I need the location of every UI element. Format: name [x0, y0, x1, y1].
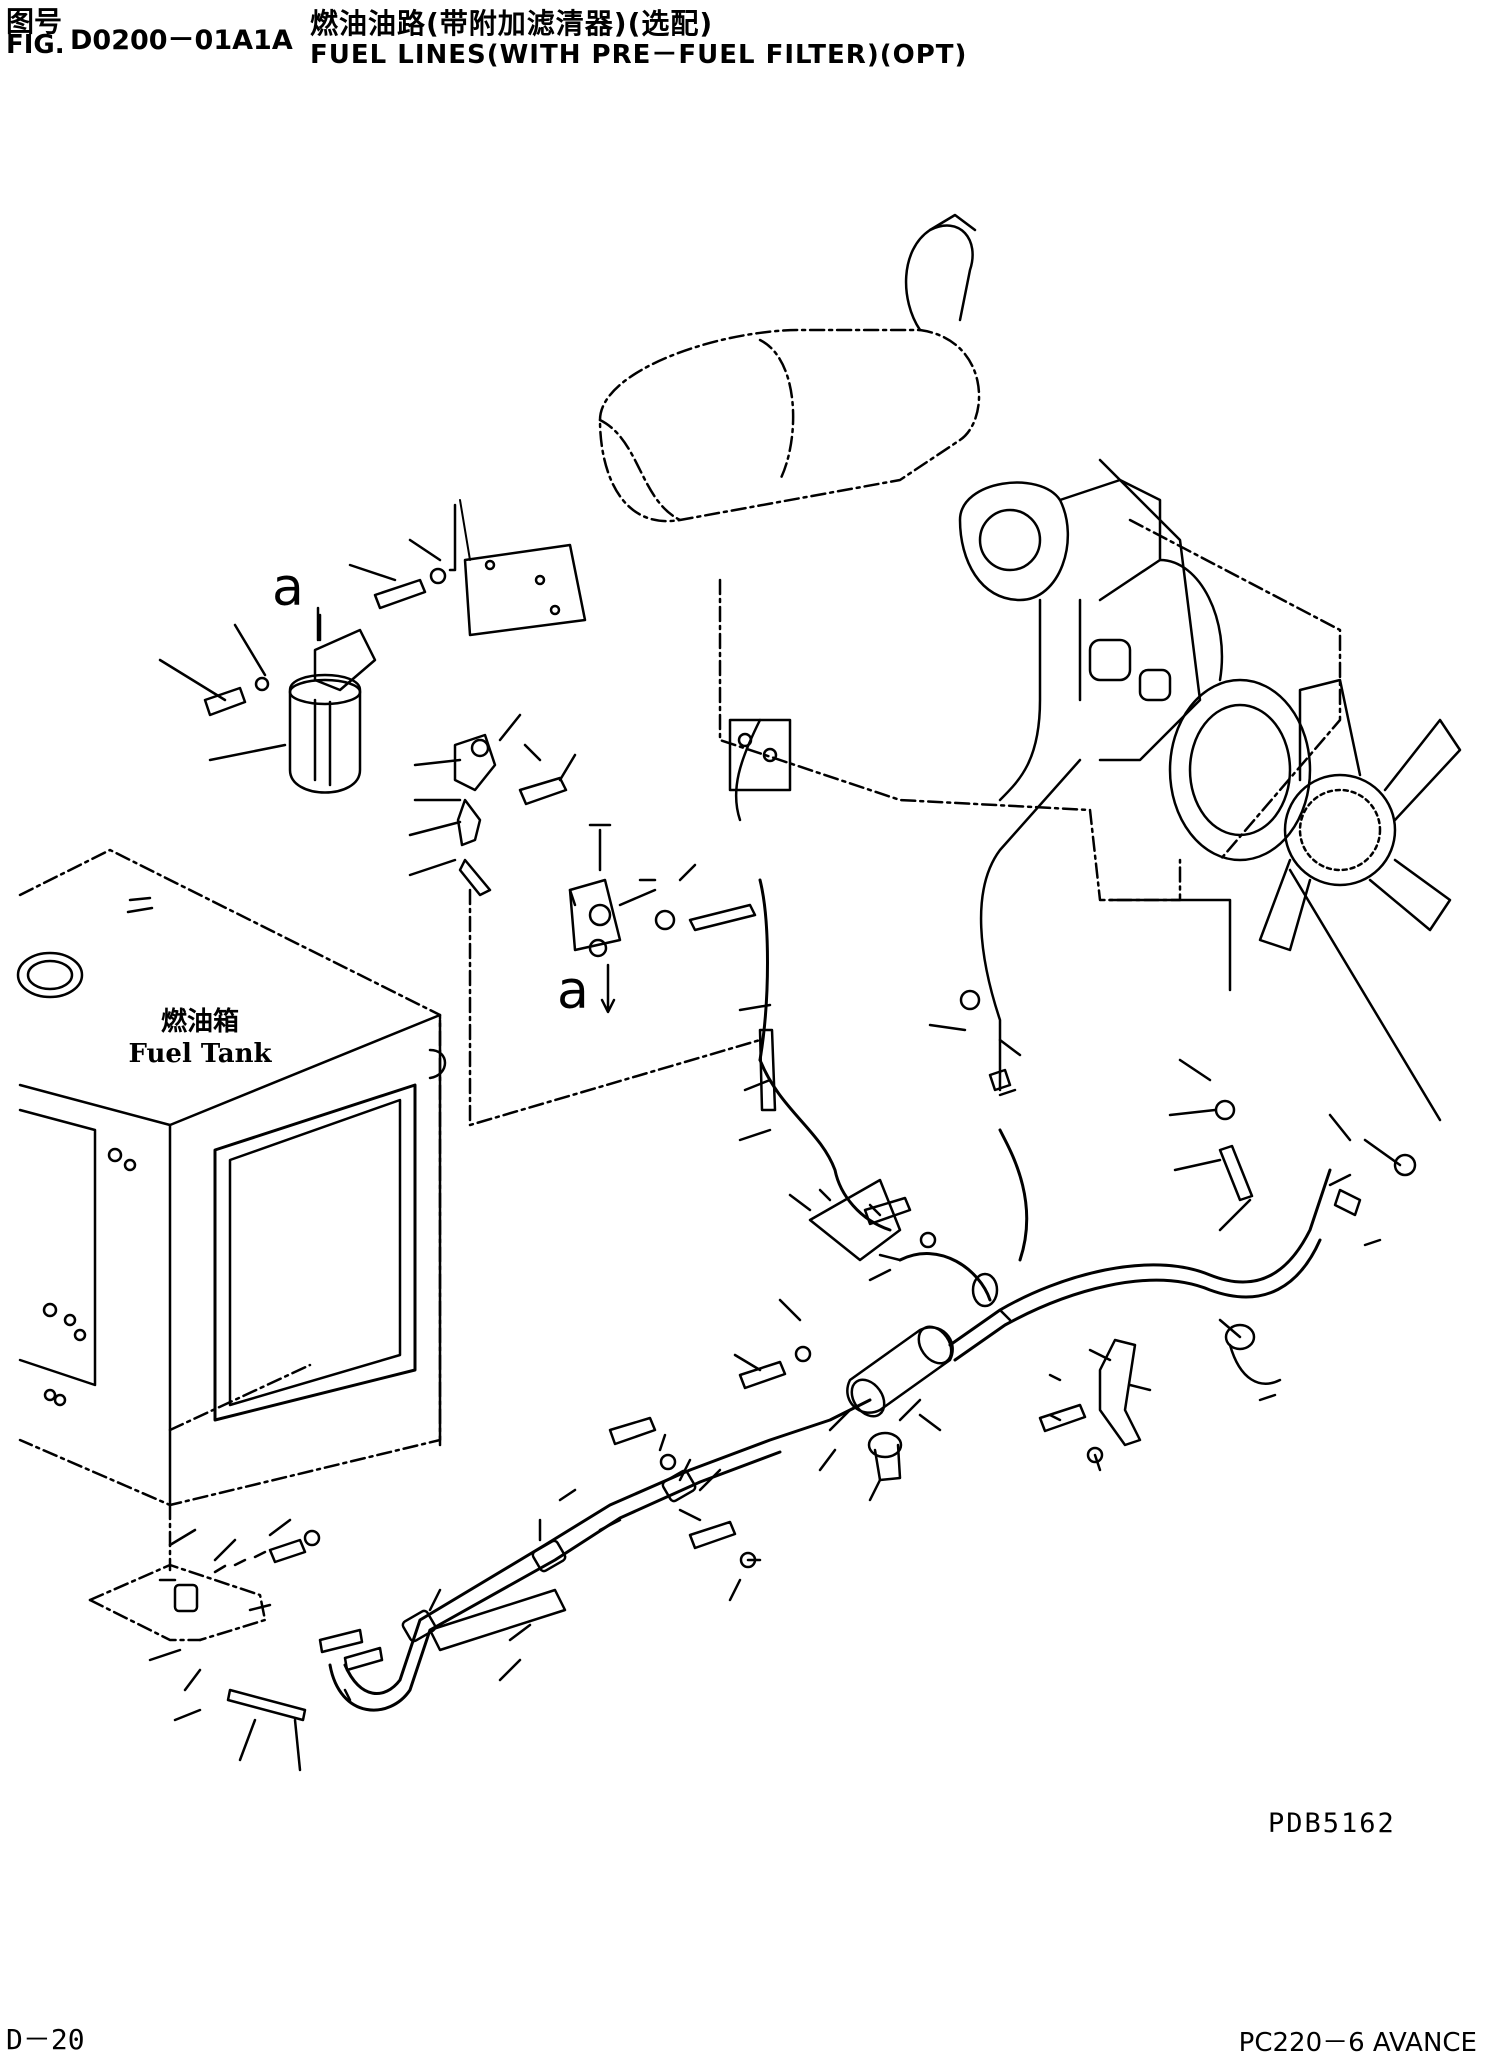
view-callout-bottom: a — [557, 961, 589, 1021]
pre-filter-assembly — [158, 499, 762, 1127]
turbocharger — [958, 481, 1069, 602]
fuel-hose — [953, 1238, 1322, 1362]
engine-assembly — [598, 213, 1462, 1122]
fuel-tank — [16, 848, 447, 1507]
tank-label-en: Fuel Tank — [129, 1039, 273, 1069]
bolt — [608, 1416, 657, 1446]
air-intake-pipe — [904, 224, 974, 332]
page-number: D－20 — [6, 2023, 85, 2056]
filler-cap — [16, 951, 84, 999]
fan-blades — [1258, 678, 1462, 952]
bolt — [518, 776, 568, 806]
bracket-plate — [463, 543, 587, 637]
figure-number: D0200－01A1A — [70, 25, 293, 56]
view-callout-top: a — [272, 558, 304, 618]
joint-block — [568, 878, 622, 952]
water-separator — [846, 1326, 954, 1414]
tank-label-cn: 燃油箱 — [161, 1006, 239, 1037]
tank-window — [213, 1083, 417, 1422]
bolt — [738, 1360, 787, 1390]
fuel-hose — [328, 1450, 782, 1712]
title-cn: 燃油油路(带附加滤清器)(选配) — [310, 7, 714, 40]
figure-label-en: FIG. — [6, 30, 65, 60]
fuel-hose — [948, 1168, 1332, 1347]
drawing-reference-code: PDB5162 — [1268, 1808, 1396, 1839]
pulley — [1168, 678, 1312, 862]
bolt — [863, 1196, 912, 1226]
hose-bracket — [1098, 1338, 1142, 1447]
figure-label-cn: 图号 — [6, 5, 63, 38]
hose-bracket — [428, 1588, 567, 1652]
machine-model: PC220－6 AVANCE — [1238, 2028, 1477, 2058]
bolt — [203, 686, 247, 717]
fan-hub — [1283, 773, 1397, 887]
bolt — [1038, 1403, 1087, 1433]
title-en: FUEL LINES(WITH PRE－FUEL FILTER)(OPT) — [310, 40, 968, 70]
hose-end — [688, 903, 757, 932]
filter-cap — [867, 1431, 903, 1459]
bolt — [688, 1520, 737, 1550]
hose-bracket — [808, 1178, 902, 1262]
fuel-line-assembly — [88, 878, 1417, 1772]
bolt — [373, 578, 427, 610]
air-cleaner — [598, 328, 981, 523]
filter-element — [288, 673, 362, 794]
